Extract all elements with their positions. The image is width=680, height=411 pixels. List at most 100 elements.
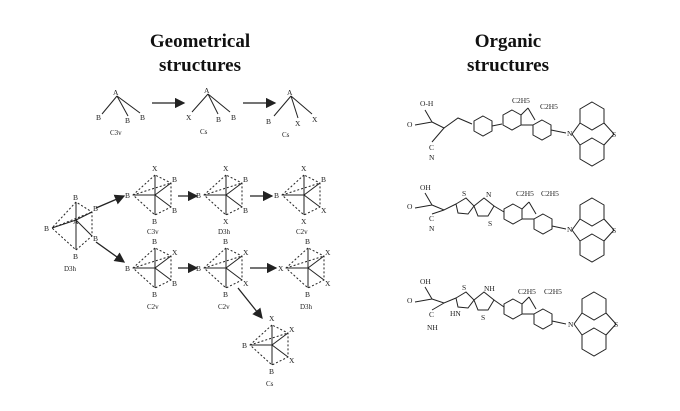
group-label: N (567, 129, 573, 138)
atom-label: X (223, 164, 229, 173)
atom-label: X (289, 325, 295, 334)
atom-label: B (93, 234, 98, 243)
atom-label: X (301, 164, 307, 173)
group-label: C (429, 214, 434, 223)
group-label: OH (420, 183, 431, 192)
atom-label: B (152, 290, 157, 299)
group-label: S (614, 320, 618, 329)
atom-label: X (295, 119, 301, 128)
cs-structure-2: A B X X Cs (266, 88, 318, 139)
atom-label: B (269, 367, 274, 376)
group-label: N (429, 153, 435, 162)
point-group-label: C2v (147, 303, 159, 311)
atom-label: B (274, 191, 279, 200)
atom-label: B (96, 113, 101, 122)
group-label: C (429, 310, 434, 319)
atom-label: B (44, 224, 49, 233)
atom-label: B (266, 117, 271, 126)
d3h-bipyramid-lower: B X X X B D3h (278, 237, 331, 311)
arrow (95, 194, 126, 209)
group-label: OH (420, 277, 431, 286)
organic-molecule-2: OH O C N S N S C2H5 C2H5 N S (407, 183, 616, 263)
d3h-bipyramid: X B B B X D3h (196, 164, 248, 236)
atom-label: B (223, 290, 228, 299)
group-label: O (407, 202, 413, 211)
atom-label: B (172, 206, 177, 215)
atom-label: B (152, 237, 157, 246)
point-group-label: D3h (218, 228, 231, 236)
group-label: N (486, 190, 492, 199)
group-label: C2H5 (544, 287, 562, 296)
atom-label: X (321, 206, 327, 215)
atom-label: X (172, 248, 178, 257)
atom-label: X (152, 164, 158, 173)
atom-label: X (325, 248, 331, 257)
point-group-label: Cs (282, 131, 290, 139)
d3h-start-structure: B A B B B B D3h (44, 193, 98, 273)
group-label: S (462, 189, 466, 198)
group-label: C2H5 (540, 102, 558, 111)
point-group-label: C3v (147, 228, 159, 236)
atom-label: A (113, 88, 119, 97)
group-label: O (407, 296, 413, 305)
atom-label: B (305, 237, 310, 246)
group-label: O-H (420, 99, 434, 108)
group-label: NH (484, 284, 495, 293)
atom-label: X (243, 279, 249, 288)
atom-label: X (312, 115, 318, 124)
atom-label: B (125, 191, 130, 200)
atom-label: B (243, 206, 248, 215)
atom-label: B (223, 237, 228, 246)
atom-label: B (196, 264, 201, 273)
atom-label: B (73, 193, 78, 202)
geometrical-structures-heading: Geometrical structures (149, 31, 251, 76)
point-group-label: C3v (110, 129, 122, 137)
group-label: S (488, 219, 492, 228)
atom-label: B (93, 204, 98, 213)
group-label: N (568, 320, 574, 329)
atom-label: B (242, 341, 247, 350)
group-label: C2H5 (541, 189, 559, 198)
atom-label: B (231, 113, 236, 122)
atom-label: B (196, 191, 201, 200)
group-label: S (612, 130, 616, 139)
group-label: NH (427, 323, 438, 332)
atom-label: B (125, 264, 130, 273)
group-label: C2H5 (512, 96, 530, 105)
atom-label: X (289, 356, 295, 365)
group-label: HN (450, 309, 461, 318)
point-group-label: Cs (200, 128, 208, 136)
atom-label: B (216, 115, 221, 124)
atom-label: X (223, 217, 229, 226)
group-label: S (612, 226, 616, 235)
organic-structures-heading: Organic structures (467, 31, 549, 76)
arrow (237, 287, 263, 320)
c3v-bipyramid: X B B B B C3v (125, 164, 177, 236)
atom-label: X (325, 279, 331, 288)
cs-bipyramid-bottom: X B X X B Cs (242, 314, 295, 388)
group-label: N (567, 225, 573, 234)
atom-label: X (243, 248, 249, 257)
atom-label: B (73, 252, 78, 261)
point-group-label: D3h (64, 265, 77, 273)
atom-label: B (125, 116, 130, 125)
atom-label: X (301, 217, 307, 226)
atom-label: A (73, 217, 79, 226)
group-label: N (429, 224, 435, 233)
organic-molecule-1: O-H O C N C2H5 C2H5 N S (407, 96, 616, 167)
c2v-bipyramid-lower-1: B B X B B C2v (125, 237, 178, 311)
atom-label: A (287, 88, 293, 97)
atom-label: B (321, 175, 326, 184)
organic-molecule-3: OH O C NH S HN NH S C2H5 C2H5 N S (407, 277, 618, 357)
point-group-label: C2v (296, 228, 308, 236)
atom-label: B (243, 175, 248, 184)
atom-label: X (278, 264, 284, 273)
group-label: S (462, 283, 466, 292)
point-group-label: Cs (266, 380, 274, 388)
group-label: S (481, 313, 485, 322)
c2v-bipyramid-lower-2: B B X X B C2v (196, 237, 249, 311)
group-label: C2H5 (518, 287, 536, 296)
point-group-label: C2v (218, 303, 230, 311)
